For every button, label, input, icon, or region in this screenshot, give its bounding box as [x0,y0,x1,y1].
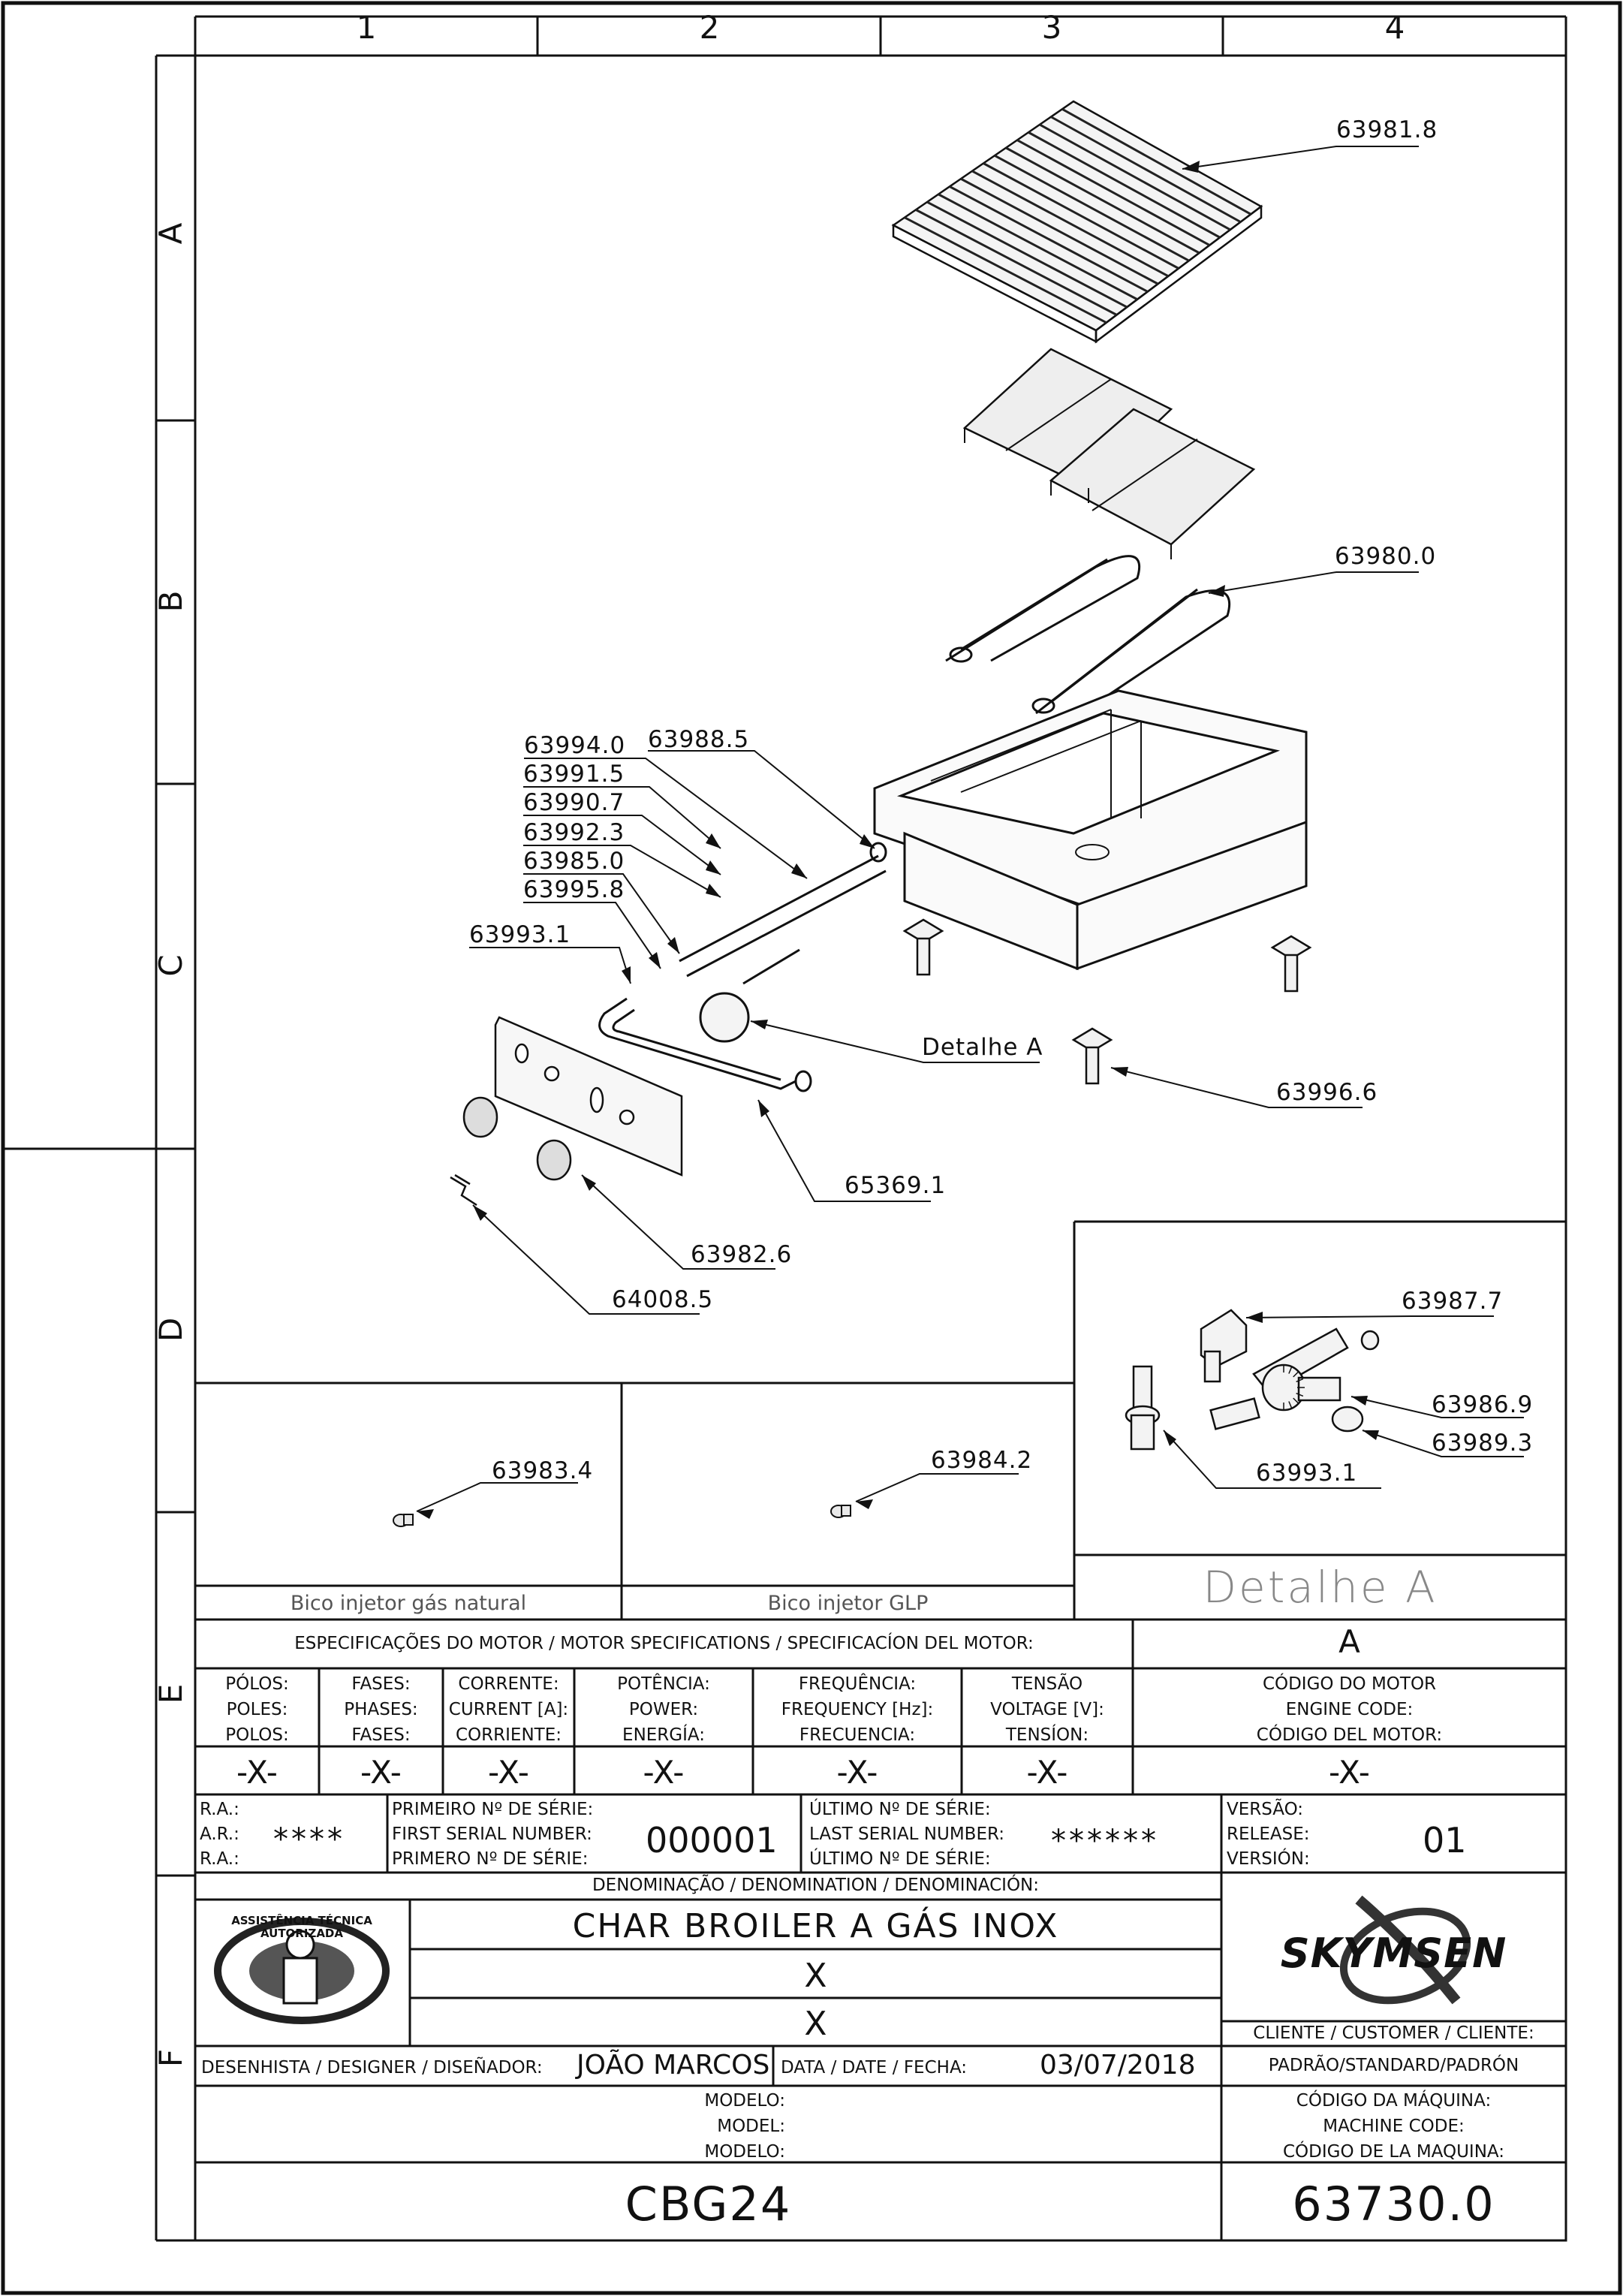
callout-63991-5: 63991.5 [523,761,625,788]
grate-bar [1061,108,1251,215]
knurl-tick [1288,1401,1293,1409]
grate-bar [915,209,1118,316]
grate-bar [971,170,1169,278]
grate-bar [904,216,1107,324]
knurl-tick [1288,1366,1293,1374]
grate-bar [960,177,1159,285]
callout-63996-6: 63996.6 [1276,1079,1378,1106]
denomination-label: DENOMINAÇÃO / DENOMINATION / DENOMINACIÓ… [592,1876,1040,1895]
natural-gas-injector-caption: Bico injetor gás natural [290,1592,527,1615]
grid-column-4: 4 [1384,9,1405,46]
denomination-line-1: CHAR BROILER A GÁS INOX [572,1907,1059,1945]
last-serial-value: ****** [1051,1824,1159,1858]
spec-value-frequency: -X- [836,1754,878,1791]
callout-63992-3: 63992.3 [523,819,625,846]
spec-value-phases: -X- [360,1754,402,1791]
model-value: CBG24 [625,2177,792,2231]
grid-row-e: E [152,1683,189,1704]
designer-value: JOÃO MARCOS [577,2050,770,2081]
callout-63994-0: 63994.0 [524,732,626,759]
grate-bar [938,193,1138,301]
machine-code-labels: CÓDIGO DA MÁQUINA:MACHINE CODE:CÓDIGO DE… [1282,2091,1504,2162]
spec-header-power: POTÊNCIA:POWER:ENERGÍA: [617,1674,710,1745]
grid-row-c: C [152,954,189,977]
detail-callout-63989-3: 63989.3 [1432,1430,1534,1457]
skymsen-logo-graphic [1339,1895,1471,2005]
grate-bar [926,200,1128,309]
grate-bar [983,162,1179,270]
skymsen-logo-text: SKYMSEN [1280,1930,1507,1977]
version-labels: VERSÃO:RELEASE:VERSIÓN: [1227,1800,1310,1869]
spec-value-poles: -X- [236,1754,278,1791]
spec-header-phases: FASES:PHASES:FASES: [344,1674,418,1745]
customer-value: PADRÃO/STANDARD/PADRÓN [1268,2056,1519,2075]
callout-63980-0: 63980.0 [1335,543,1437,570]
knurl-tick [1293,1371,1299,1378]
spec-header-current: CORRENTE:CURRENT [A]:CORRIENTE: [448,1674,569,1745]
callout-63985-0: 63985.0 [523,848,625,875]
detail-a-title: Detalhe A [1203,1562,1438,1613]
spec-value-power: -X- [643,1754,685,1791]
grid-row-b: B [152,590,189,613]
grid-row-a: A [152,222,189,245]
spec-value-current: -X- [488,1754,529,1791]
last-serial-labels: ÚLTIMO Nº DE SÉRIE:LAST SERIAL NUMBER:ÚL… [809,1800,1005,1869]
date-value: 03/07/2018 [1040,2050,1196,2081]
glp-injector-caption: Bico injetor GLP [767,1592,929,1615]
spec-value-engine-code: -X- [1329,1754,1370,1791]
knurl-tick [1293,1397,1299,1404]
spec-header-poles: PÓLOS:POLES:POLOS: [225,1674,289,1745]
grate-bar [1005,146,1200,255]
model-labels: MODELO:MODEL:MODELO: [704,2091,785,2162]
version-value: 01 [1423,1820,1467,1861]
machine-code-value: 63730.0 [1292,2177,1495,2231]
motor-specs-title: ESPECIFICAÇÕES DO MOTOR / MOTOR SPECIFIC… [294,1634,1034,1653]
grate-bar [1039,123,1231,231]
callout-63988-5: 63988.5 [648,726,750,753]
grate-bar [949,185,1149,293]
callout-63982-6: 63982.6 [691,1241,793,1268]
grate-bar [1016,139,1210,246]
designer-label: DESENHISTA / DESIGNER / DISEÑADOR: [201,2058,543,2078]
detail-callout-63987-7: 63987.7 [1402,1288,1504,1315]
first-serial-labels: PRIMEIRO Nº DE SÉRIE:FIRST SERIAL NUMBER… [392,1800,594,1869]
callout-63993-1: 63993.1 [469,921,571,948]
first-serial-value: 000001 [646,1820,778,1861]
callout-65369-1: 65369.1 [845,1172,947,1199]
grid-column-1: 1 [356,9,377,46]
callout-63981-8: 63981.8 [1336,116,1438,143]
assistance-badge-graphic [214,1918,390,2024]
denomination-line-3: X [804,2005,827,2043]
detail-callout-63993-1: 63993.1 [1256,1460,1358,1487]
spec-header-frequency: FREQUÊNCIA:FREQUENCY [Hz]:FRECUENCIA: [781,1674,934,1745]
grate-bar [1050,116,1242,223]
grate-bar [1028,131,1221,239]
assistance-badge-text: ASSISTÊNCIA TÉCNICA AUTORIZADA [231,1914,372,1940]
callout-detalhe-a: Detalhe A [922,1034,1043,1061]
grid-column-2: 2 [699,9,720,46]
callout-64008-5: 64008.5 [612,1286,714,1313]
ra-value: **** [273,1822,345,1857]
knurl-tick [1296,1378,1304,1383]
callout-63995-8: 63995.8 [523,876,625,903]
grid-column-3: 3 [1041,9,1062,46]
motor-variant: A [1338,1623,1360,1660]
knurl-tick [1296,1392,1304,1397]
detail-callout-63986-9: 63986.9 [1432,1391,1534,1418]
grate-bar [994,154,1190,262]
date-label: DATA / DATE / FECHA: [781,2058,968,2078]
callout-63990-7: 63990.7 [523,789,625,816]
customer-label: CLIENTE / CUSTOMER / CLIENTE: [1253,2023,1534,2043]
callout-63983-4: 63983.4 [492,1457,594,1484]
grid-row-d: D [152,1317,189,1342]
callout-63984-2: 63984.2 [931,1447,1033,1474]
grid-row-f: F [152,2048,189,2068]
denomination-line-2: X [804,1957,827,1995]
ra-labels: R.A.:A.R.:R.A.: [200,1800,239,1869]
spec-value-voltage: -X- [1026,1754,1068,1791]
